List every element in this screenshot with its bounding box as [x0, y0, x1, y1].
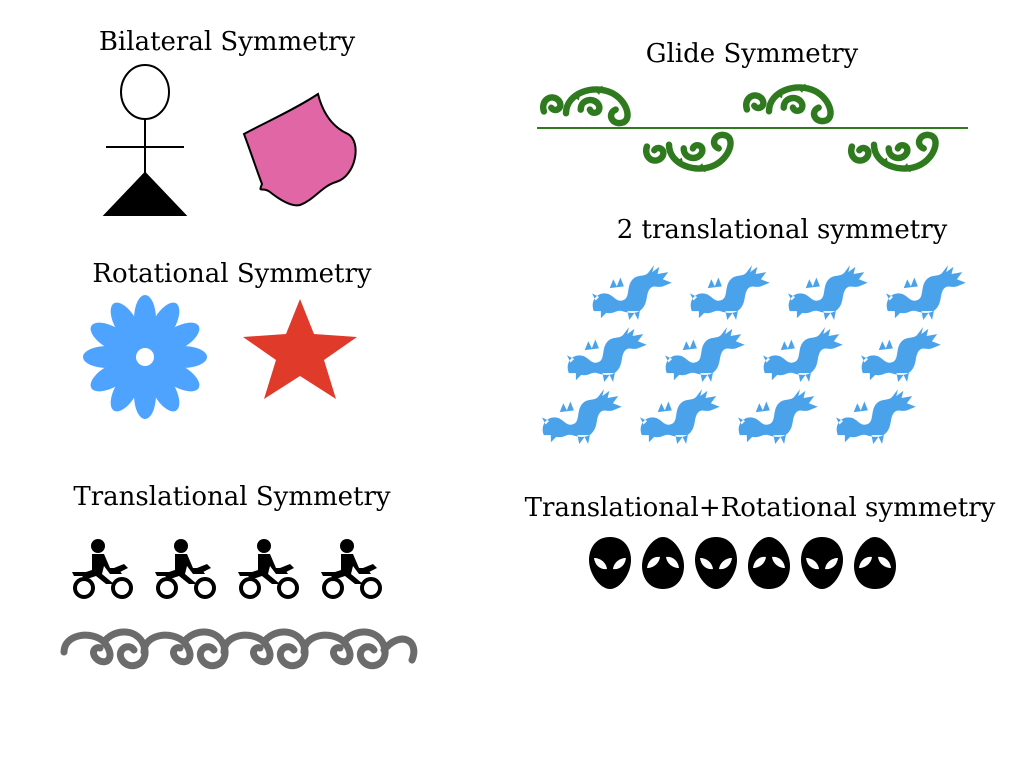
wave-scroll-unit [140, 631, 194, 666]
dragon-icon [886, 265, 966, 320]
flower-icon [83, 295, 207, 419]
glide-pattern [537, 84, 968, 173]
vine-swirl-icon [543, 86, 627, 123]
motorcycle-rider-icon [319, 538, 382, 599]
stick-figure-icon [102, 64, 188, 216]
dragon-icon [640, 389, 720, 444]
alien-head-icon [642, 537, 684, 589]
alien-heads-row [589, 537, 896, 589]
dragon-icon [542, 389, 622, 444]
vine-swirl-icon [746, 84, 830, 121]
wave-scroll-unit [220, 631, 274, 666]
wave-scroll-unit [300, 631, 354, 666]
rotational-title: Rotational Symmetry [92, 259, 371, 289]
vine-swirl-icon [851, 135, 935, 172]
wave-scroll-unit [180, 628, 229, 670]
translational-rotational-title: Translational+Rotational symmetry [525, 493, 996, 523]
alien-head-icon [695, 537, 737, 589]
motorcycle-rider-icon [236, 538, 299, 599]
alien-head-icon [854, 537, 896, 589]
dragon-icon [836, 389, 916, 444]
dragon-icon [738, 389, 818, 444]
motorcycle-rider-icon [153, 538, 216, 599]
star-icon [243, 299, 357, 399]
alien-head-icon [589, 537, 631, 589]
alien-head-icon [801, 537, 843, 589]
wave-scroll-unit [60, 631, 114, 666]
motorcycle-riders-row [70, 538, 382, 599]
dragon-tiling [542, 265, 966, 444]
dragon-icon [788, 265, 868, 320]
dragon-icon [567, 327, 647, 382]
wave-scroll-icon [60, 628, 418, 670]
vine-swirl-icon [646, 135, 730, 172]
dragon-icon [665, 327, 745, 382]
wave-scroll-unit [260, 628, 309, 670]
dragon-icon [763, 327, 843, 382]
two-translational-title: 2 translational symmetry [617, 215, 948, 245]
dragon-icon [861, 327, 941, 382]
alien-head-icon [748, 537, 790, 589]
wave-scroll-unit [100, 628, 149, 670]
translational-title: Translational Symmetry [73, 482, 390, 512]
bilateral-title: Bilateral Symmetry [99, 27, 356, 57]
motorcycle-rider-icon [70, 538, 133, 599]
wave-scroll-unit [340, 628, 389, 670]
flower-hole [136, 348, 154, 366]
top-hat-icon [242, 92, 357, 207]
glide-title: Glide Symmetry [646, 39, 859, 69]
dragon-icon [690, 265, 770, 320]
wave-scroll-end [380, 635, 418, 664]
dragon-icon [592, 265, 672, 320]
